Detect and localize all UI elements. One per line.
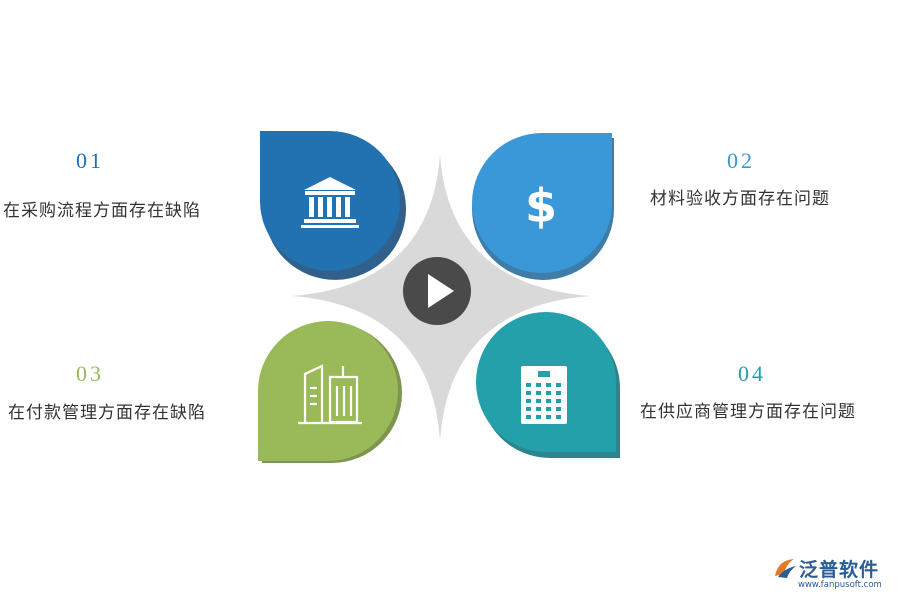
brand-watermark: 泛普软件 www.fanpusoft.com — [770, 553, 895, 595]
item-3-number: 03 — [76, 361, 104, 386]
dollar-icon: $ — [525, 179, 557, 233]
window-mark — [526, 415, 531, 419]
brand-logo-icon — [775, 559, 796, 578]
brand-name: 泛普软件 — [799, 559, 880, 581]
item-4-number: 04 — [738, 361, 766, 386]
window-mark — [546, 415, 551, 419]
window-mark — [526, 407, 531, 411]
item-3-label: 在付款管理方面存在缺陷 — [8, 403, 206, 423]
brand-url: www.fanpusoft.com — [798, 580, 882, 590]
window-mark — [526, 391, 531, 395]
window-mark — [536, 415, 541, 419]
item-2-number: 02 — [727, 148, 755, 173]
window-mark — [536, 399, 541, 403]
petal-3 — [258, 321, 402, 463]
petal-3-shape — [258, 321, 398, 461]
petal-1 — [260, 131, 406, 280]
window-mark — [546, 383, 551, 387]
item-2-label: 材料验收方面存在问题 — [650, 189, 830, 209]
window-mark — [556, 391, 561, 395]
window-mark — [556, 383, 561, 387]
item-1-label: 在采购流程方面存在缺陷 — [3, 201, 201, 221]
window-mark — [536, 391, 541, 395]
window-mark — [526, 399, 531, 403]
play-button[interactable] — [403, 257, 471, 325]
window-mark — [556, 399, 561, 403]
petal-2 — [472, 133, 614, 280]
window-mark — [556, 407, 561, 411]
window-mark — [546, 407, 551, 411]
item-1-number: 01 — [76, 148, 104, 173]
window-mark — [556, 415, 561, 419]
window-mark — [526, 383, 531, 387]
petal-2-shape — [472, 133, 612, 273]
item-4-label: 在供应商管理方面存在问题 — [640, 402, 856, 422]
window-mark — [546, 391, 551, 395]
window-mark — [546, 399, 551, 403]
play-icon — [428, 274, 454, 308]
window-mark — [536, 383, 541, 387]
window-mark — [536, 407, 541, 411]
office-building-icon — [521, 366, 567, 424]
buildings-icon — [298, 364, 362, 425]
bank-icon — [301, 177, 359, 228]
